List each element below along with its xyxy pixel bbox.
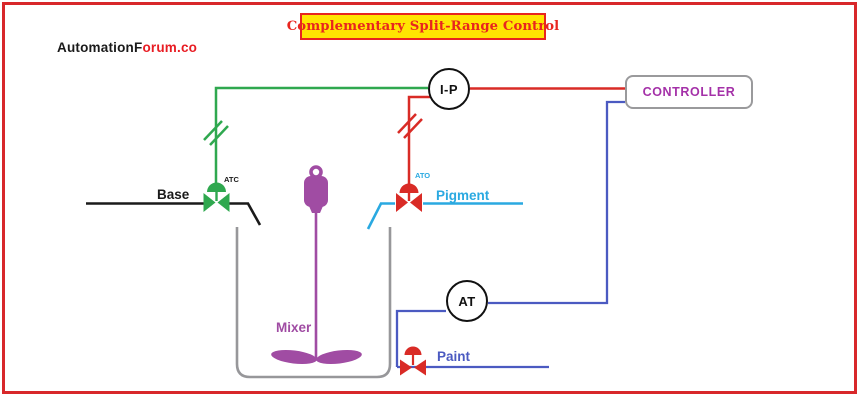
page-title: Complementary Split-Range Control [286,19,560,34]
pigment-stream-label: Pigment [436,188,490,203]
green-signal-line [203,86,428,183]
mixer-label: Mixer [276,320,312,335]
analyzer-transmitter-bubble: AT [446,280,488,322]
pigment-control-valve [396,183,422,212]
paint-stream-label: Paint [437,349,471,364]
mixer-agitator [271,165,362,365]
ip-transducer-label: I-P [439,81,459,97]
pigment-pipe [366,202,523,230]
brand-logo: AutomationForum.co [57,40,197,55]
brand-logo-black-part: AutomationF [57,40,143,55]
blue-signal-line [395,100,625,369]
analyzer-transmitter-label: AT [458,293,476,309]
brand-logo-red-part: orum.co [142,40,198,55]
base-pipe [86,202,262,226]
paint-valve [400,346,426,376]
pigment-valve-tag: ATO [415,171,431,180]
red-signal-line [397,87,625,184]
controller-box: CONTROLLER [625,75,753,109]
base-valve-tag: ATC [224,175,239,184]
base-stream-label: Base [157,187,190,202]
title-banner: Complementary Split-Range Control [287,13,559,40]
base-control-valve [203,182,230,212]
controller-label: CONTROLLER [642,85,736,99]
ip-transducer-bubble: I-P [428,68,470,110]
mixing-tank [235,227,392,379]
